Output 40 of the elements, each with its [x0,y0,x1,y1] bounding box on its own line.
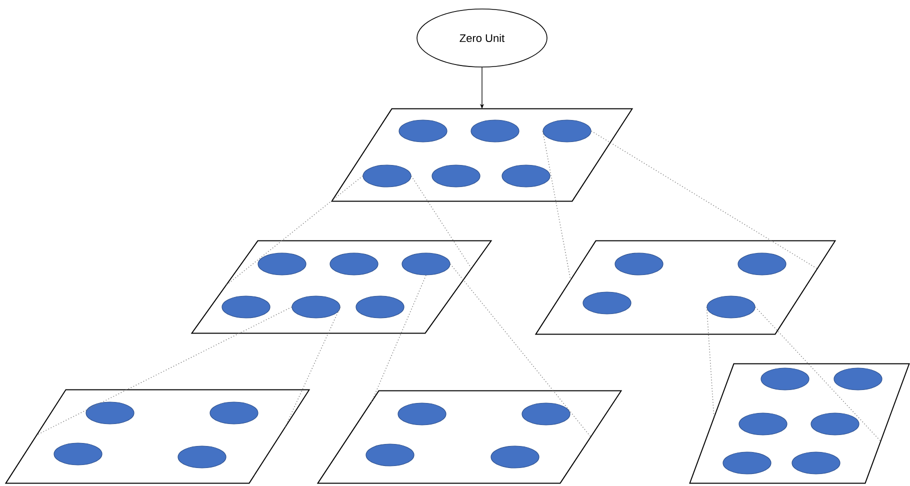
ellipse [760,368,810,390]
ellipse [54,442,102,466]
ellipse [706,296,756,318]
ellipse [470,120,520,142]
ellipse [810,412,860,436]
ellipse [432,164,480,188]
ellipse [292,296,340,318]
ellipse [398,120,448,142]
connector-line [542,130,571,281]
ellipse [402,252,450,276]
ellipse [738,252,786,276]
connector-line [226,176,364,286]
connector-line [754,306,881,442]
connector-line [590,130,818,270]
ellipse [86,402,134,424]
ellipse [362,164,412,188]
ellipse [356,296,404,318]
ellipse [834,368,882,390]
ellipse [490,446,540,468]
ellipse [542,120,592,142]
connector-line [450,264,592,438]
ellipse [398,402,446,426]
ellipse [522,402,570,426]
connector-line [284,306,341,428]
ellipse [722,452,772,474]
ellipse [330,252,378,276]
ellipse [210,402,258,424]
ellipse [582,292,632,314]
connector-line [371,274,426,403]
connector-line [36,306,292,436]
ellipse [502,164,550,188]
ellipse [258,252,306,276]
ellipse [222,296,270,318]
connector-line [410,176,472,269]
connector-line [706,306,714,418]
ellipse [614,252,664,276]
ellipse [178,446,226,468]
ellipse [738,412,788,436]
ellipse [366,444,414,466]
ellipse [792,452,840,474]
